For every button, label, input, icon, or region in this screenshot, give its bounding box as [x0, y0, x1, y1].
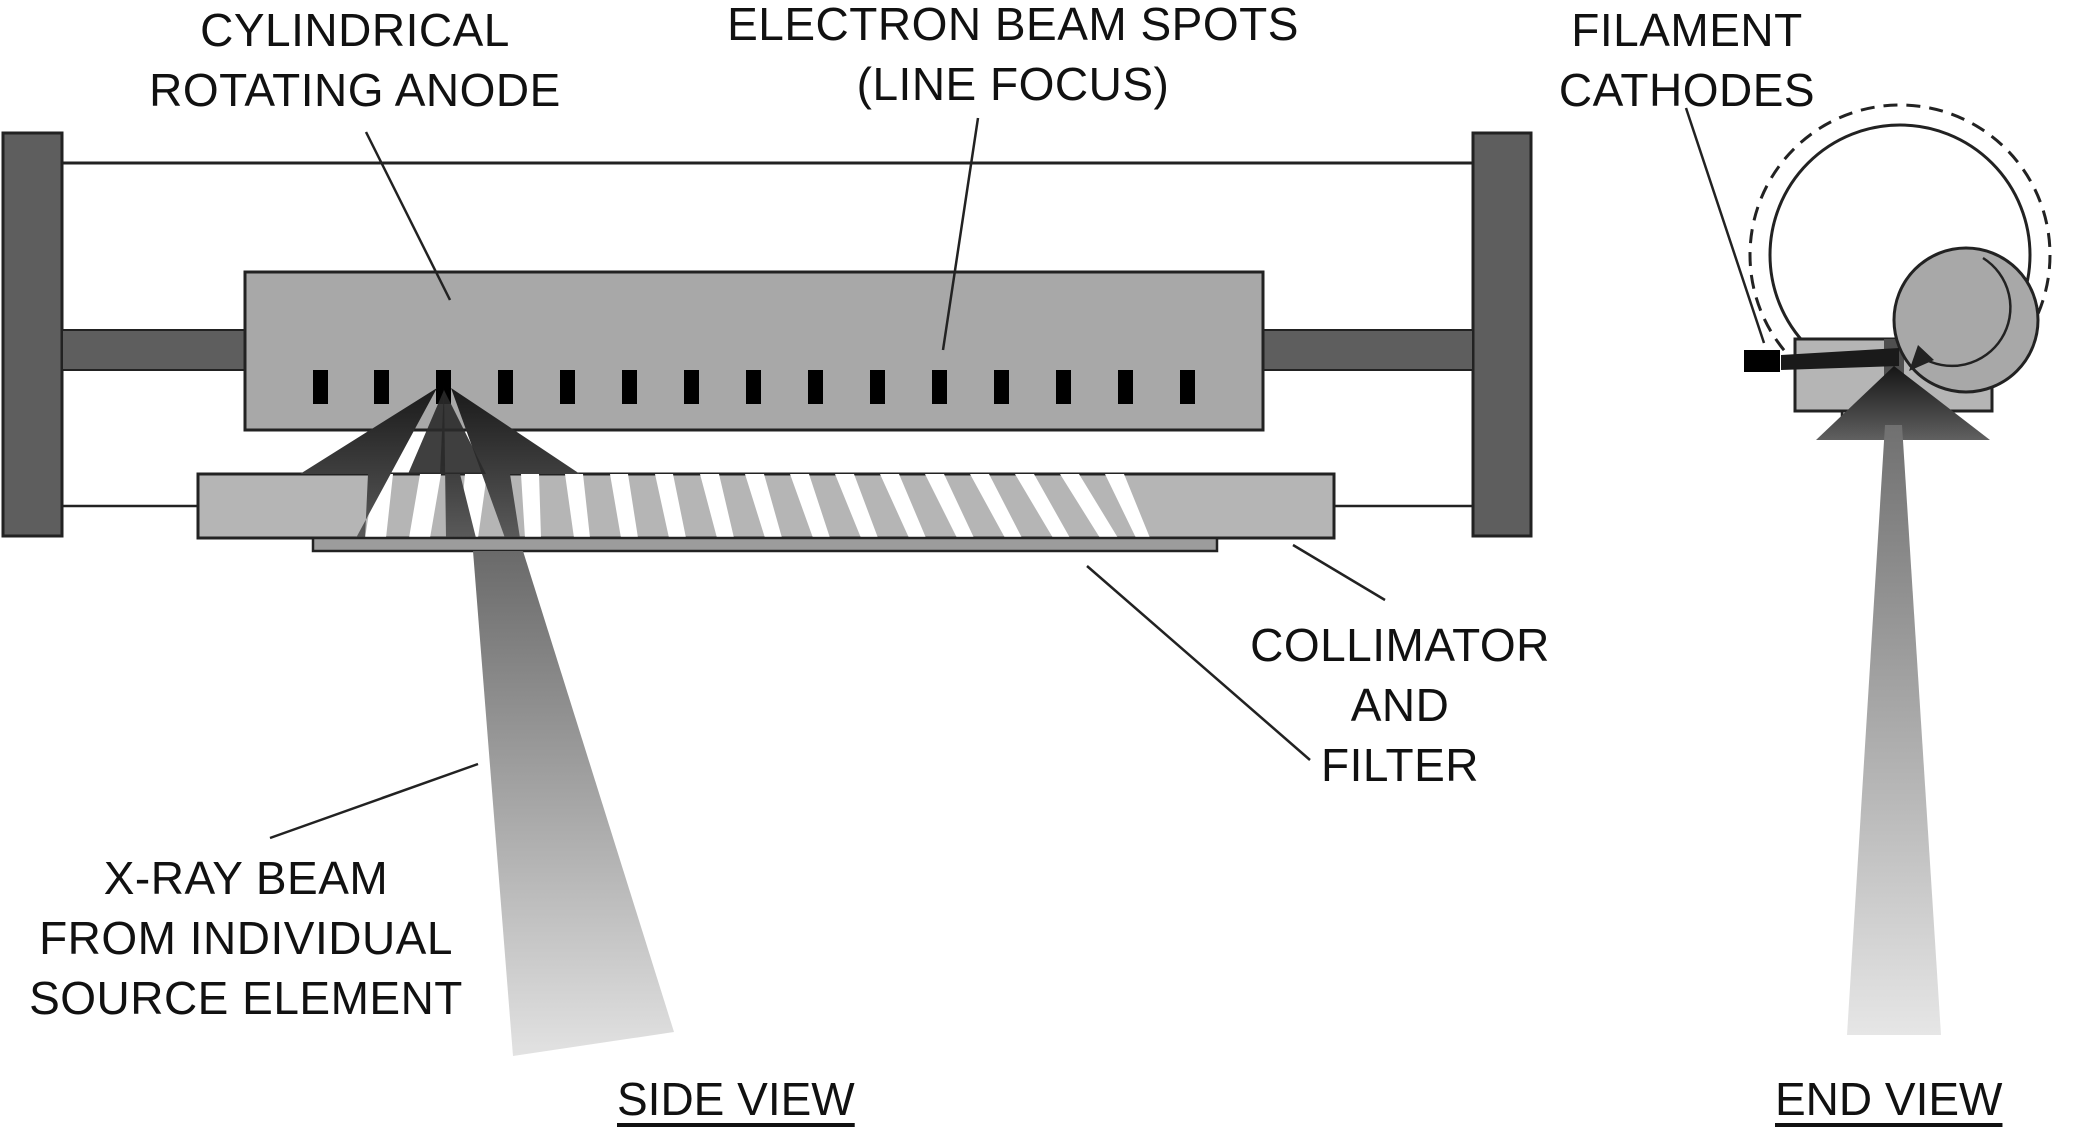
collimator-label: COLLIMATOR AND FILTER — [1215, 615, 1585, 795]
spots-label: ELECTRON BEAM SPOTS (LINE FOCUS) — [688, 0, 1338, 114]
spots-leader — [941, 117, 980, 351]
beam-spot — [1118, 370, 1133, 404]
beam-spot — [313, 370, 328, 404]
collimator-leader — [1292, 543, 1386, 602]
side-view-title: SIDE VIEW — [617, 1073, 855, 1125]
rotating-anode — [243, 270, 1265, 432]
collimator-slit — [565, 474, 590, 538]
beam-spot — [498, 370, 513, 404]
left-shaft — [61, 329, 246, 371]
collimator-slit — [655, 474, 686, 538]
collimator-slit — [835, 474, 878, 538]
xray-beam — [473, 551, 674, 1056]
beam-spot — [684, 370, 699, 404]
collimator-slit — [365, 474, 393, 538]
beam-spot — [808, 370, 823, 404]
filter-plate — [311, 536, 1219, 553]
beam-spot — [1056, 370, 1071, 404]
beam-spot — [622, 370, 637, 404]
xray-label-line: X-RAY BEAM — [103, 852, 389, 904]
collimator-slits — [365, 474, 1150, 538]
collimator-label-line: COLLIMATOR — [1250, 619, 1550, 671]
beam-spot — [1180, 370, 1195, 404]
collimator-slit — [880, 474, 926, 538]
beam-spot — [870, 370, 885, 404]
beam-spot — [746, 370, 761, 404]
rotation-arrow — [1920, 256, 2012, 368]
xray-label-line: FROM INDIVIDUAL — [39, 912, 453, 964]
collimator-slit — [1105, 474, 1150, 538]
collimator-slit — [409, 474, 441, 538]
collimator-slit — [610, 474, 638, 538]
right-shaft — [1262, 329, 1474, 371]
collimator-label-line: FILTER — [1320, 739, 1480, 791]
anode-label-line: CYLINDRICAL — [200, 4, 510, 56]
fan-right — [451, 388, 580, 538]
right-end-frame — [1471, 131, 1533, 538]
active-source-fan — [300, 388, 580, 538]
fan-wedge — [408, 390, 486, 474]
collimator-slit — [970, 474, 1022, 538]
cathode-leader — [1684, 107, 1766, 344]
collimator-slit — [1060, 474, 1118, 538]
cathodes-label: FILAMENT CATHODES — [1532, 0, 1842, 120]
collimator-label-line: AND — [1350, 679, 1450, 731]
end-xray-cone — [1816, 366, 1990, 440]
cathodes-label-line: FILAMENT — [1571, 4, 1803, 56]
beam-spot — [560, 370, 575, 404]
electron-beam-spots — [313, 370, 1195, 404]
beam-spot — [436, 370, 451, 404]
beam-spot — [932, 370, 947, 404]
end-view-title: END VIEW — [1775, 1073, 2003, 1125]
end-xray-beam — [1847, 425, 1941, 1035]
left-end-frame — [1, 131, 64, 538]
spots-label-line: ELECTRON BEAM SPOTS — [727, 0, 1299, 50]
collimator-slit — [745, 474, 782, 538]
fan-left — [300, 388, 437, 538]
beam-spot — [374, 370, 389, 404]
xray-leader — [269, 762, 479, 840]
collimator-slit — [1015, 474, 1070, 538]
anode-leader — [364, 131, 452, 301]
collimator-slit — [700, 474, 734, 538]
collimator-slit — [790, 474, 830, 538]
cathodes-label-line: CATHODES — [1558, 64, 1816, 116]
filter-leader — [1086, 565, 1311, 761]
collimator-slit — [521, 474, 541, 538]
xray-label-line: SOURCE ELEMENT — [29, 972, 463, 1024]
fan-center — [440, 388, 476, 538]
rotation-arrowhead-icon — [1909, 345, 1934, 371]
anode-label: CYLINDRICAL ROTATING ANODE — [105, 0, 605, 120]
beam-spot — [994, 370, 1009, 404]
electron-beam — [1781, 348, 1899, 370]
filament-cathode — [1744, 350, 1780, 372]
collimator-slit — [925, 474, 974, 538]
end-anode — [1892, 246, 2040, 394]
anode-label-line: ROTATING ANODE — [149, 64, 561, 116]
spots-label-line: (LINE FOCUS) — [856, 58, 1170, 110]
xray-label: X-RAY BEAM FROM INDIVIDUAL SOURCE ELEMEN… — [0, 848, 492, 1028]
